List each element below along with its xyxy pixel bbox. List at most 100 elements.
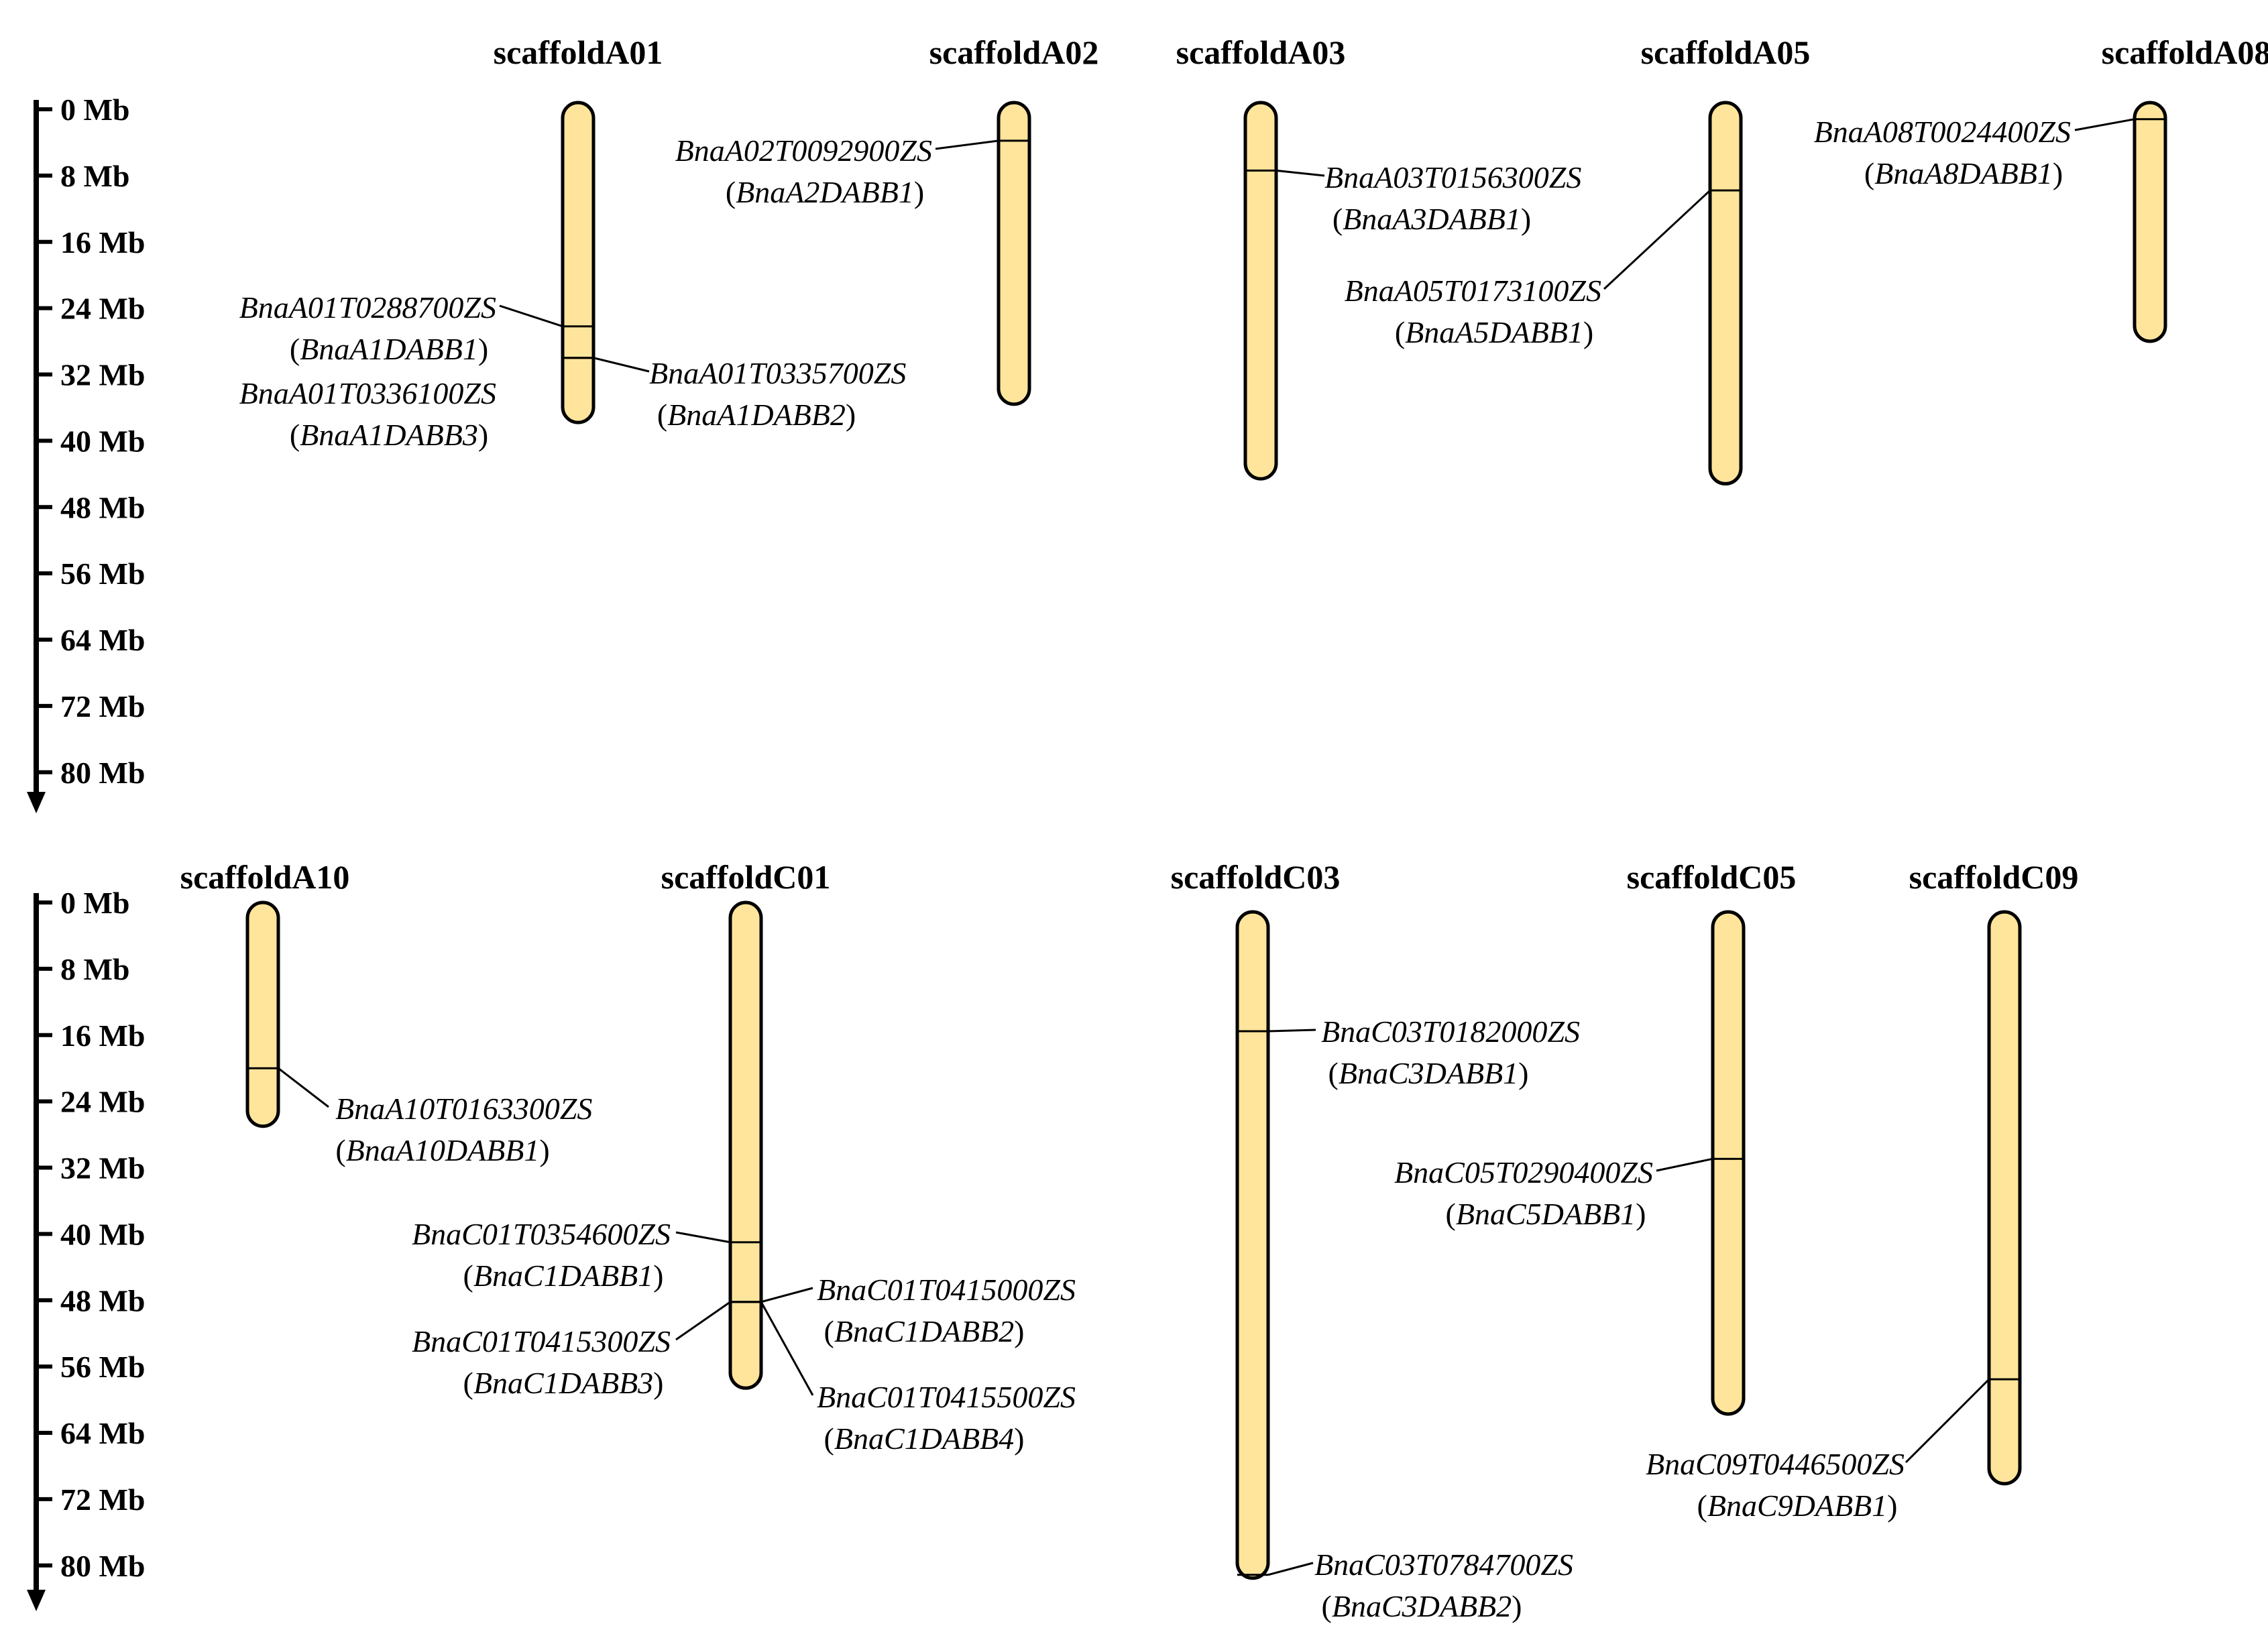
chromosome-title: scaffoldA10: [180, 858, 350, 896]
gene-name-label: (BnaC1DABB3): [463, 1366, 664, 1400]
gene-connector: [675, 1231, 731, 1244]
gene-name-label: (BnaA5DABB1): [1395, 315, 1593, 349]
scale-tick-label: 8 Mb: [60, 159, 130, 193]
gene-name-text: BnaA1DABB3: [300, 418, 478, 452]
gene-name-label: (BnaC1DABB2): [824, 1314, 1025, 1348]
gene-name-label: (BnaC3DABB1): [1328, 1056, 1529, 1090]
gene-connector: [278, 1067, 329, 1108]
chromosome-title: scaffoldA08: [2102, 34, 2268, 71]
gene-locus-label: BnaA08T0024400ZS: [1814, 115, 2071, 149]
gene-name-open-paren: (: [1395, 315, 1405, 349]
scale-tick-label: 0 Mb: [60, 886, 130, 920]
gene-name-text: BnaA10DABB1: [346, 1133, 540, 1167]
gene-name-open-paren: (: [1333, 202, 1343, 236]
chromosome-body: [2133, 101, 2167, 343]
chromosome-body: [997, 101, 1031, 406]
gene-name-open-paren: (: [1322, 1589, 1332, 1623]
scale-axis-arrow: [27, 1590, 46, 1611]
gene-locus-label: BnaC05T0290400ZS: [1394, 1155, 1653, 1189]
gene-connector: [593, 357, 650, 373]
gene-name-text: BnaA1DABB1: [300, 332, 478, 366]
gene-name-label: (BnaA2DABB1): [726, 175, 924, 209]
gene-name-open-paren: (: [1328, 1056, 1339, 1090]
gene-connector: [1267, 1029, 1316, 1033]
gene-name-open-paren: (: [335, 1133, 345, 1167]
gene-name-label: (BnaA1DABB3): [290, 418, 488, 452]
scale-tick-label: 32 Mb: [60, 1151, 146, 1185]
gene-name-text: BnaC1DABB2: [834, 1314, 1014, 1348]
gene-name-text: BnaA8DABB1: [1874, 156, 2053, 190]
gene-name-text: BnaA5DABB1: [1405, 315, 1583, 349]
gene-name-close-paren: ): [1521, 202, 1531, 236]
chromosome-body: [1243, 101, 1278, 481]
gene-name-text: BnaC5DABB1: [1456, 1197, 1636, 1231]
gene-name-open-paren: (: [463, 1366, 473, 1400]
gene-locus-label: BnaC01T0415000ZS: [817, 1273, 1076, 1307]
scale-tick-label: 64 Mb: [60, 1416, 146, 1450]
scale-tick-label: 80 Mb: [60, 756, 146, 790]
gene-name-open-paren: (: [1697, 1488, 1707, 1523]
chromosome-body: [728, 900, 763, 1390]
gene-locus-label: BnaC01T0415300ZS: [412, 1324, 671, 1358]
gene-connector: [1267, 1562, 1314, 1576]
gene-name-label: (BnaC3DABB2): [1322, 1589, 1522, 1623]
gene-connector: [2074, 118, 2135, 131]
gene-locus-label: BnaC09T0446500ZS: [1646, 1447, 1905, 1481]
gene-name-close-paren: ): [539, 1133, 549, 1167]
gene-connector: [1656, 1157, 1713, 1172]
chromosome-title: scaffoldC09: [1909, 858, 2079, 896]
scale-tick-label: 24 Mb: [60, 1085, 146, 1119]
scale-tick-label: 48 Mb: [60, 1283, 146, 1318]
gene-name-label: (BnaA1DABB2): [657, 398, 856, 432]
scale-tick-label: 24 Mb: [60, 292, 146, 326]
gene-name-close-paren: ): [478, 332, 488, 366]
gene-name-open-paren: (: [463, 1259, 473, 1293]
chromosome-title: scaffoldA03: [1176, 34, 1346, 71]
gene-locus-label: BnaA02T0092900ZS: [675, 133, 932, 168]
gene-name-label: (BnaA1DABB1): [290, 332, 488, 366]
gene-name-open-paren: (: [824, 1314, 834, 1348]
chromosome-title: scaffoldA02: [929, 34, 1099, 71]
gene-connector: [675, 1301, 731, 1341]
gene-name-label: (BnaA8DABB1): [1864, 156, 2063, 190]
gene-connector: [1905, 1379, 1990, 1464]
gene-locus-label: BnaA01T0288700ZS: [239, 290, 496, 325]
gene-name-close-paren: ): [478, 418, 488, 452]
gene-name-close-paren: ): [1887, 1488, 1897, 1523]
gene-name-open-paren: (: [290, 332, 300, 366]
scale-tick-label: 8 Mb: [60, 952, 130, 986]
gene-connector: [760, 1287, 813, 1303]
chromosome-body: [1235, 910, 1270, 1580]
chromosome-title: scaffoldC03: [1171, 858, 1341, 896]
chromosome-title: scaffoldC01: [661, 858, 831, 896]
gene-locus-label: BnaA05T0173100ZS: [1345, 274, 1601, 308]
gene-name-label: (BnaA10DABB1): [335, 1133, 549, 1167]
gene-name-open-paren: (: [1446, 1197, 1456, 1231]
scale-tick-label: 56 Mb: [60, 557, 146, 591]
gene-name-open-paren: (: [1864, 156, 1874, 190]
gene-locus-label: BnaA03T0156300ZS: [1324, 160, 1581, 194]
gene-name-close-paren: ): [1518, 1056, 1528, 1090]
gene-name-close-paren: ): [846, 398, 856, 432]
chromosome-body: [245, 900, 280, 1128]
gene-locus-label: BnaA10T0163300ZS: [335, 1092, 592, 1126]
gene-name-close-paren: ): [914, 175, 924, 209]
gene-name-label: (BnaC1DABB1): [463, 1259, 664, 1293]
gene-name-close-paren: ): [1014, 1314, 1024, 1348]
gene-name-label: (BnaC5DABB1): [1446, 1197, 1646, 1231]
gene-locus-label: BnaA01T0336100ZS: [239, 376, 496, 410]
scale-tick-label: 48 Mb: [60, 490, 146, 524]
gene-name-open-paren: (: [726, 175, 736, 209]
scale-tick-label: 64 Mb: [60, 623, 146, 657]
scale-tick-label: 0 Mb: [60, 93, 130, 127]
gene-name-close-paren: ): [653, 1259, 663, 1293]
gene-connector: [561, 357, 564, 392]
gene-name-open-paren: (: [824, 1421, 834, 1456]
gene-name-text: BnaA3DABB1: [1343, 202, 1521, 236]
scale-tick-label: 72 Mb: [60, 1482, 146, 1517]
chromosome-title: scaffoldC05: [1627, 858, 1797, 896]
chromosome-body: [1708, 101, 1743, 486]
chromosome-body: [1711, 910, 1746, 1416]
